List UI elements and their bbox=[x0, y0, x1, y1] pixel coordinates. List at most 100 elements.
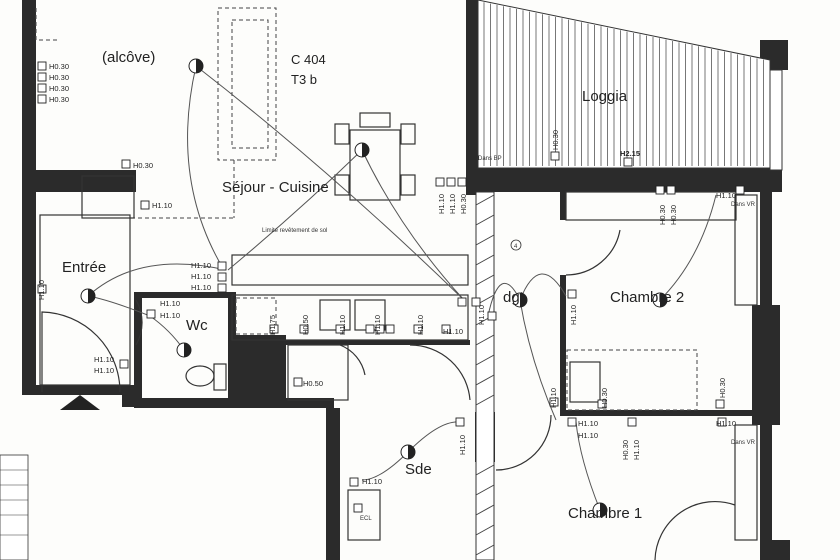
wall-wc-north bbox=[134, 292, 234, 298]
wall-wc-east bbox=[228, 292, 236, 404]
kitchen-counter bbox=[231, 294, 469, 341]
lamp-ch2 bbox=[652, 292, 668, 308]
height-label: H1.10 bbox=[373, 315, 382, 335]
height-label: H1.10 bbox=[152, 201, 172, 210]
door-sde bbox=[409, 344, 471, 401]
kitchen-counter-back bbox=[231, 254, 469, 286]
dining-table bbox=[349, 129, 401, 201]
walls bbox=[22, 0, 790, 560]
wall-sde-north bbox=[280, 340, 470, 345]
height-label: H0.30 bbox=[133, 161, 153, 170]
height-label: H1.10 bbox=[716, 191, 736, 200]
sockets bbox=[37, 61, 745, 513]
height-label: H0.30 bbox=[459, 194, 468, 214]
height-label: H1.10 bbox=[578, 431, 598, 440]
height-label: H1.10 bbox=[569, 305, 578, 325]
wall-loggia-south bbox=[466, 168, 782, 192]
room-labels: (alcôve) C 404 T3 b Séjour - Cuisine Log… bbox=[62, 49, 684, 522]
height-label: H0.50 bbox=[303, 379, 323, 388]
height-label: H0.30 bbox=[621, 440, 630, 460]
height-label: H2.15 bbox=[620, 149, 640, 158]
label-loggia: Loggia bbox=[582, 88, 628, 105]
height-label: H1.10 bbox=[448, 194, 457, 214]
wall-se-post bbox=[760, 540, 790, 560]
wall-wc-west bbox=[134, 292, 142, 400]
height-label: H1.10 bbox=[160, 311, 180, 320]
lamp-sde bbox=[400, 444, 416, 460]
wall-west bbox=[22, 0, 36, 395]
height-label: H0.50 bbox=[301, 315, 310, 335]
wall-ch2-west-top bbox=[560, 190, 566, 220]
height-label: H1.10 bbox=[416, 315, 425, 335]
label-sde: Sde bbox=[405, 461, 432, 478]
wall-ch2-west bbox=[560, 275, 566, 415]
height-label: H0.30 bbox=[658, 205, 667, 225]
entree-box bbox=[39, 214, 131, 386]
wall-entree-north bbox=[36, 170, 136, 192]
label-unit-code: C 404 bbox=[291, 52, 326, 67]
wall-gaine bbox=[236, 335, 286, 405]
height-label: H1.10 bbox=[338, 315, 347, 335]
height-label: H1.10 bbox=[458, 435, 467, 455]
notes: Limite revêtement de sol Dans BP Dans VR… bbox=[262, 156, 756, 522]
lamp-dgt bbox=[512, 292, 528, 308]
closet-ch1 bbox=[734, 424, 758, 541]
bed-ch2 bbox=[566, 349, 698, 411]
height-label: H1.10 bbox=[94, 355, 114, 364]
wall-sde-west bbox=[326, 408, 340, 560]
lamp-sejour-2 bbox=[354, 142, 370, 158]
height-label: H0.30 bbox=[718, 378, 727, 398]
height-label: H1.10 bbox=[443, 327, 463, 336]
height-label: H0.30 bbox=[669, 205, 678, 225]
lamp-sejour-1 bbox=[188, 58, 204, 74]
door-entree bbox=[41, 311, 121, 393]
entree-closet bbox=[81, 175, 135, 219]
door-ch2 bbox=[565, 229, 621, 276]
wall-step bbox=[122, 385, 136, 407]
loggia-area bbox=[477, 0, 783, 171]
door-wc bbox=[135, 299, 143, 346]
light-fixtures bbox=[80, 58, 668, 518]
door-closet bbox=[654, 500, 736, 560]
label-entree: Entrée bbox=[62, 259, 106, 276]
height-label: H1.10 bbox=[362, 477, 382, 486]
label-alcove: (alcôve) bbox=[102, 49, 155, 66]
height-label: H0.30 bbox=[49, 95, 69, 104]
label-sejour: Séjour - Cuisine bbox=[222, 179, 329, 196]
furniture bbox=[35, 7, 758, 541]
height-label: H0.30 bbox=[551, 130, 560, 150]
height-label: H1.10 bbox=[477, 305, 486, 325]
entrance-marker bbox=[60, 395, 100, 410]
lamp-wc bbox=[176, 342, 192, 358]
label-unit-type: T3 b bbox=[291, 72, 317, 87]
height-label: H1.10 bbox=[191, 261, 211, 270]
sink bbox=[347, 489, 381, 541]
height-label: H1.10 bbox=[191, 272, 211, 281]
height-label: H0.30 bbox=[49, 73, 69, 82]
height-label: H1.10 bbox=[160, 299, 180, 308]
door-ch1 bbox=[495, 414, 552, 471]
note-limite: Limite revêtement de sol bbox=[262, 228, 327, 234]
label-chambre2: Chambre 2 bbox=[610, 289, 684, 306]
closet-ch2 bbox=[734, 194, 758, 306]
height-label: H1.75 bbox=[268, 315, 277, 335]
note-dans-vr-1: Dans VR bbox=[731, 202, 756, 208]
wall-east-thick bbox=[752, 305, 780, 425]
wall-ch2-south bbox=[560, 410, 760, 416]
height-label: H0.30 bbox=[49, 62, 69, 71]
toilet bbox=[185, 365, 215, 387]
washer-space bbox=[287, 344, 349, 401]
note-ecl: ECL bbox=[360, 516, 372, 522]
label-dgt: dgt bbox=[503, 289, 525, 306]
note-dans-vr-2: Dans VR bbox=[731, 440, 756, 446]
height-label: H1.10 bbox=[716, 419, 736, 428]
note-dans-bp: Dans BP bbox=[478, 156, 502, 162]
height-label: H1.10 bbox=[549, 388, 558, 408]
wall-entree-south bbox=[22, 385, 122, 395]
label-chambre1: Chambre 1 bbox=[568, 505, 642, 522]
note-circle-4: 4 bbox=[514, 244, 518, 250]
height-label: H1.10 bbox=[578, 419, 598, 428]
height-label: H1.10 bbox=[94, 366, 114, 375]
